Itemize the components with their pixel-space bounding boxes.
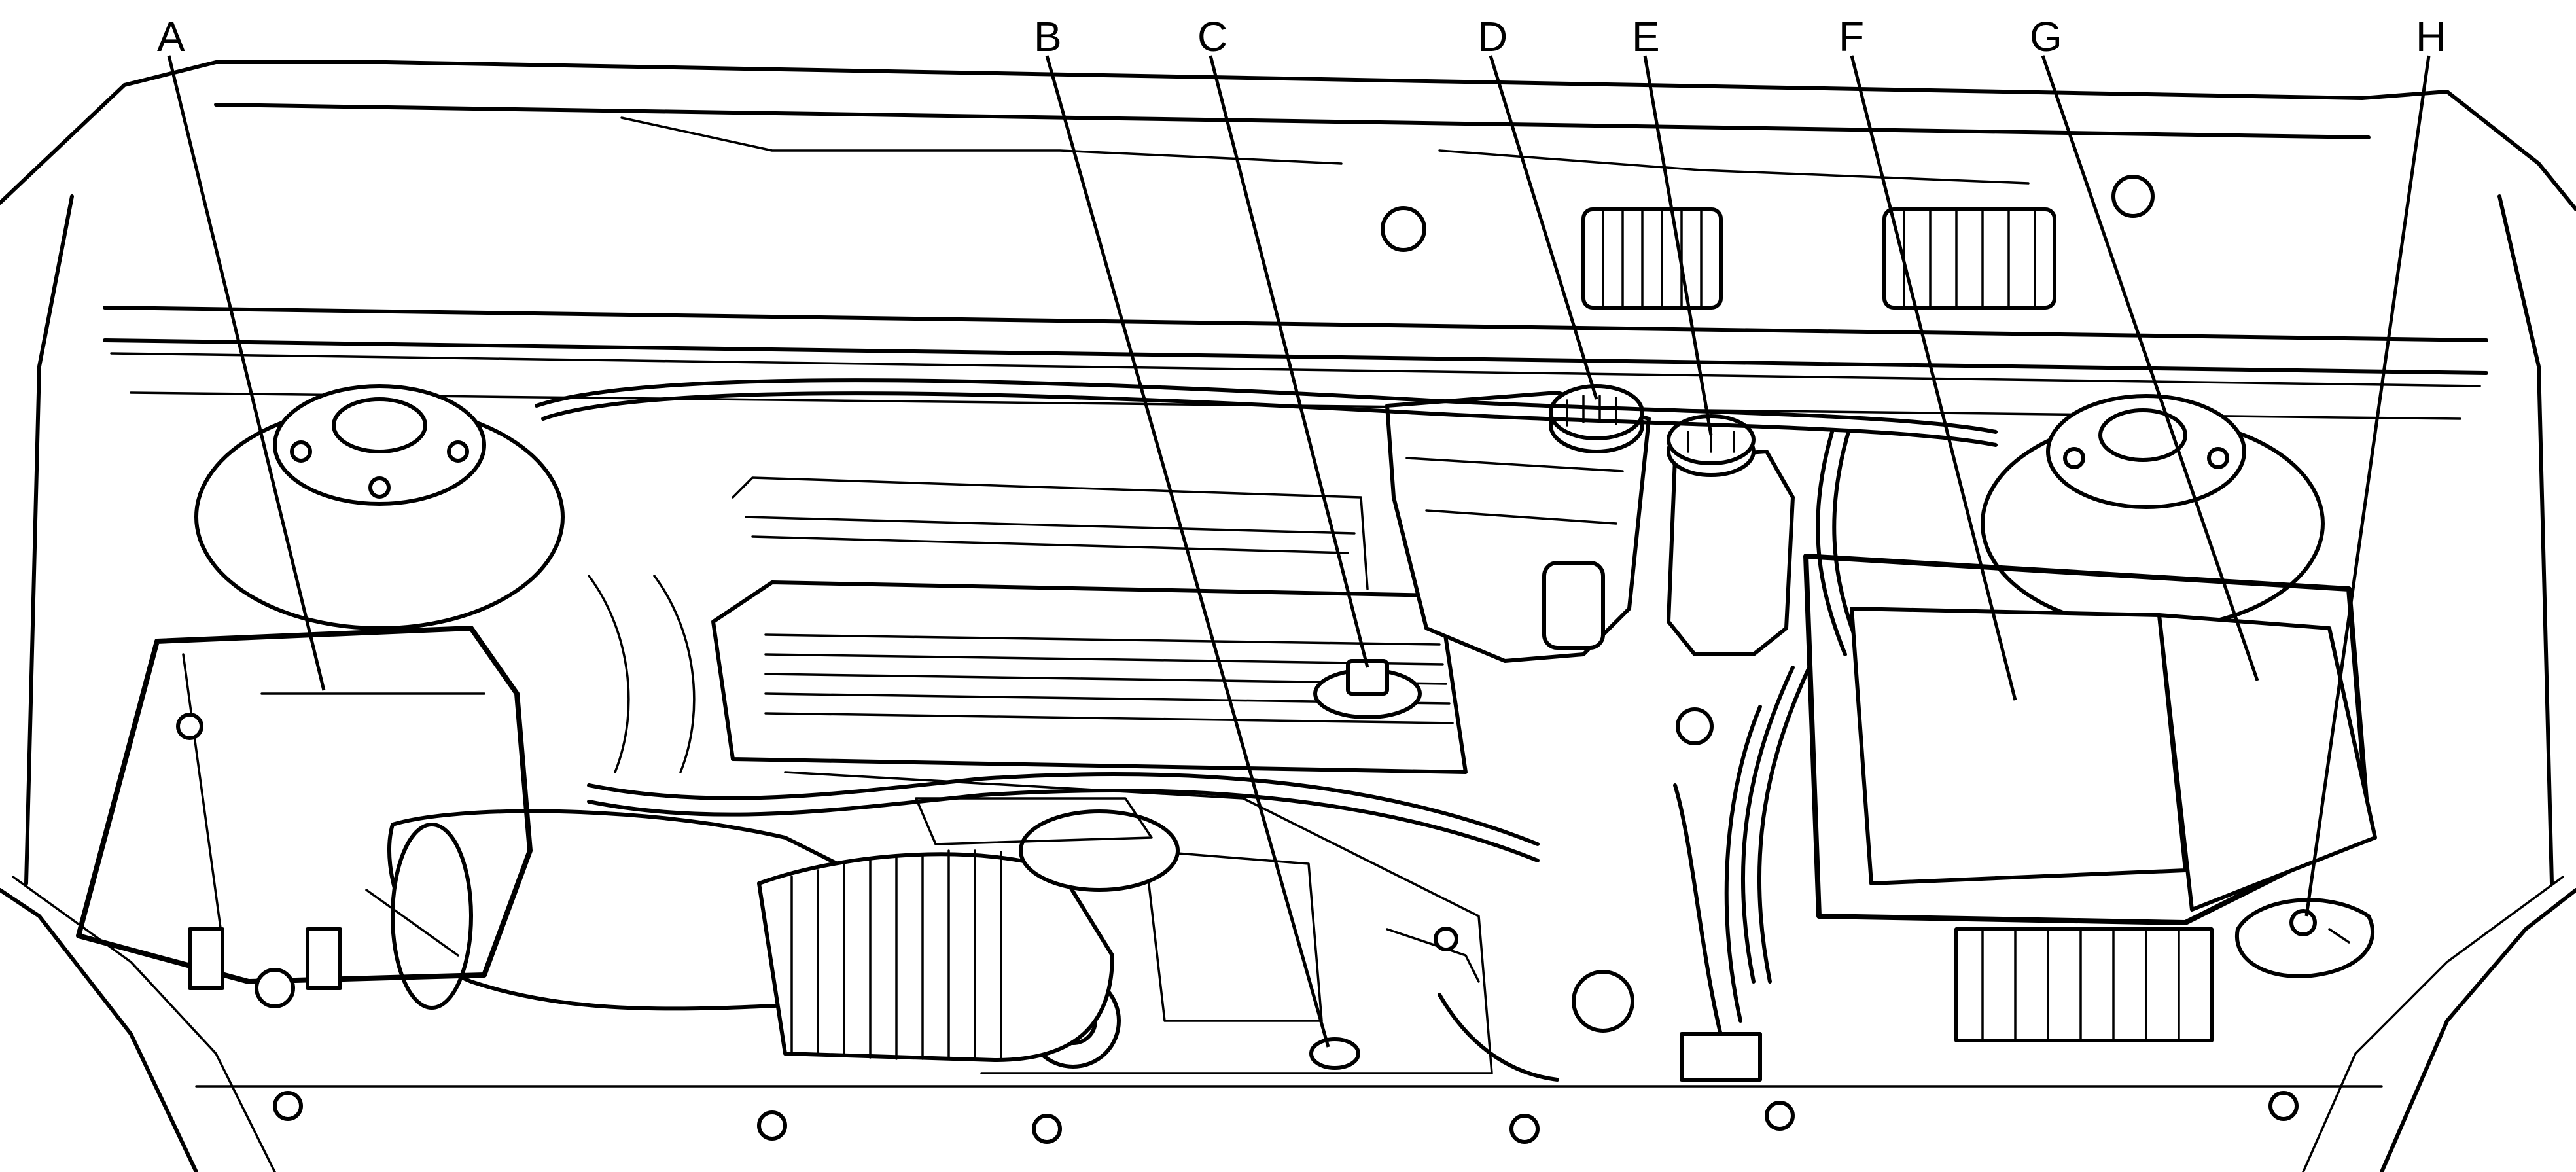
- engine-block: [711, 476, 1468, 774]
- callout-labels: A B C D E F G H: [157, 13, 2446, 60]
- left-strut-tower: [194, 384, 565, 630]
- air-cleaner-housing: [76, 626, 533, 1008]
- leader-lines: [167, 55, 2431, 1048]
- radiator-support-bolts: [195, 1085, 2383, 1144]
- washer-fluid-cap: [2234, 898, 2374, 978]
- callout-a: A: [157, 13, 185, 60]
- leader-H: [2304, 55, 2431, 917]
- callout-f: F: [1839, 13, 1864, 60]
- wiring-harness: [535, 378, 1998, 984]
- leader-B: [1045, 55, 1330, 1048]
- leader-E: [1643, 55, 1713, 436]
- leader-F: [1850, 55, 2017, 701]
- callout-g: G: [2030, 13, 2062, 60]
- brake-fluid-reservoir: [1667, 414, 1795, 745]
- underhood-fuse-block: [1803, 554, 2377, 1042]
- leader-D: [1489, 55, 1598, 400]
- callout-d: D: [1477, 13, 1508, 60]
- leader-C: [1209, 55, 1369, 668]
- callout-c: C: [1197, 13, 1227, 60]
- coolant-reservoir: [1385, 384, 1651, 663]
- callout-e: E: [1632, 13, 1660, 60]
- callout-h: H: [2416, 13, 2446, 60]
- intake-duct: [387, 797, 1180, 1062]
- leader-G: [2041, 55, 2259, 681]
- cowl-panel: [103, 103, 2488, 420]
- leader-A: [167, 55, 326, 691]
- right-strut-tower: [1981, 394, 2325, 630]
- hood-frame: [0, 60, 2576, 1172]
- callout-b: B: [1034, 13, 1062, 60]
